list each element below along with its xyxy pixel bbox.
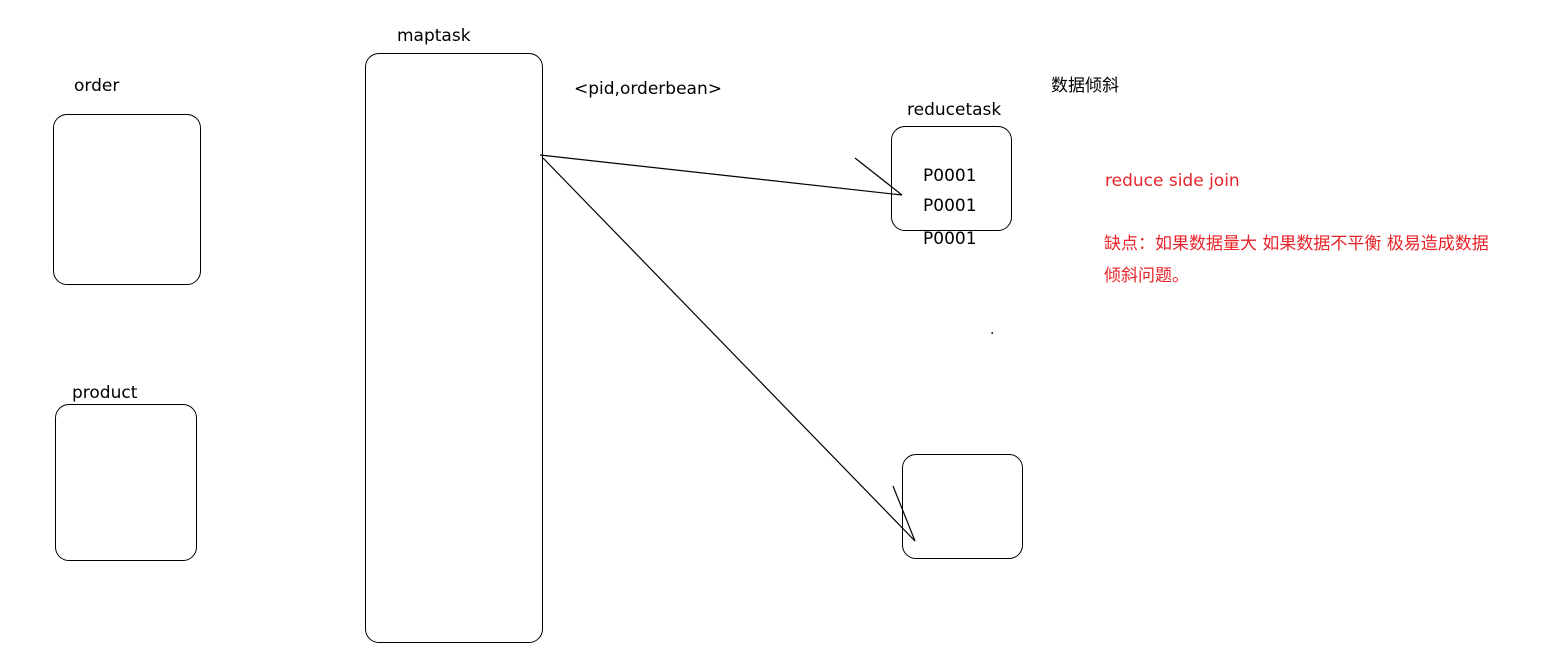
pid-value-1: P0001 [923,166,977,186]
pid-value-2: P0001 [923,196,977,216]
map-to-reduce-1-line [539,154,903,196]
map-to-reduce-2-line [542,157,916,542]
reducetask-box-2 [902,454,1023,559]
order-label: order [74,76,120,96]
note-drawback-line-1: 缺点：如果数据量大 如果数据不平衡 极易造成数据 [1104,234,1489,254]
stray-dot: . [990,322,995,338]
reducetask-box-1 [891,126,1012,231]
pid-value-3: P0001 [923,229,977,249]
reduce-1-tick-line [854,157,903,196]
note-drawback-line-2: 倾斜问题。 [1104,266,1189,286]
note-title: reduce side join [1105,171,1240,191]
maptask-box [365,53,543,643]
key-value-label: <pid,orderbean> [574,79,722,99]
product-label: product [72,383,138,403]
data-skew-label: 数据倾斜 [1051,76,1119,96]
maptask-label: maptask [397,26,471,46]
product-table-box [55,404,197,561]
reducetask-label: reducetask [907,100,1002,120]
order-table-box [53,114,201,285]
reduce-2-tick-line [892,485,916,542]
